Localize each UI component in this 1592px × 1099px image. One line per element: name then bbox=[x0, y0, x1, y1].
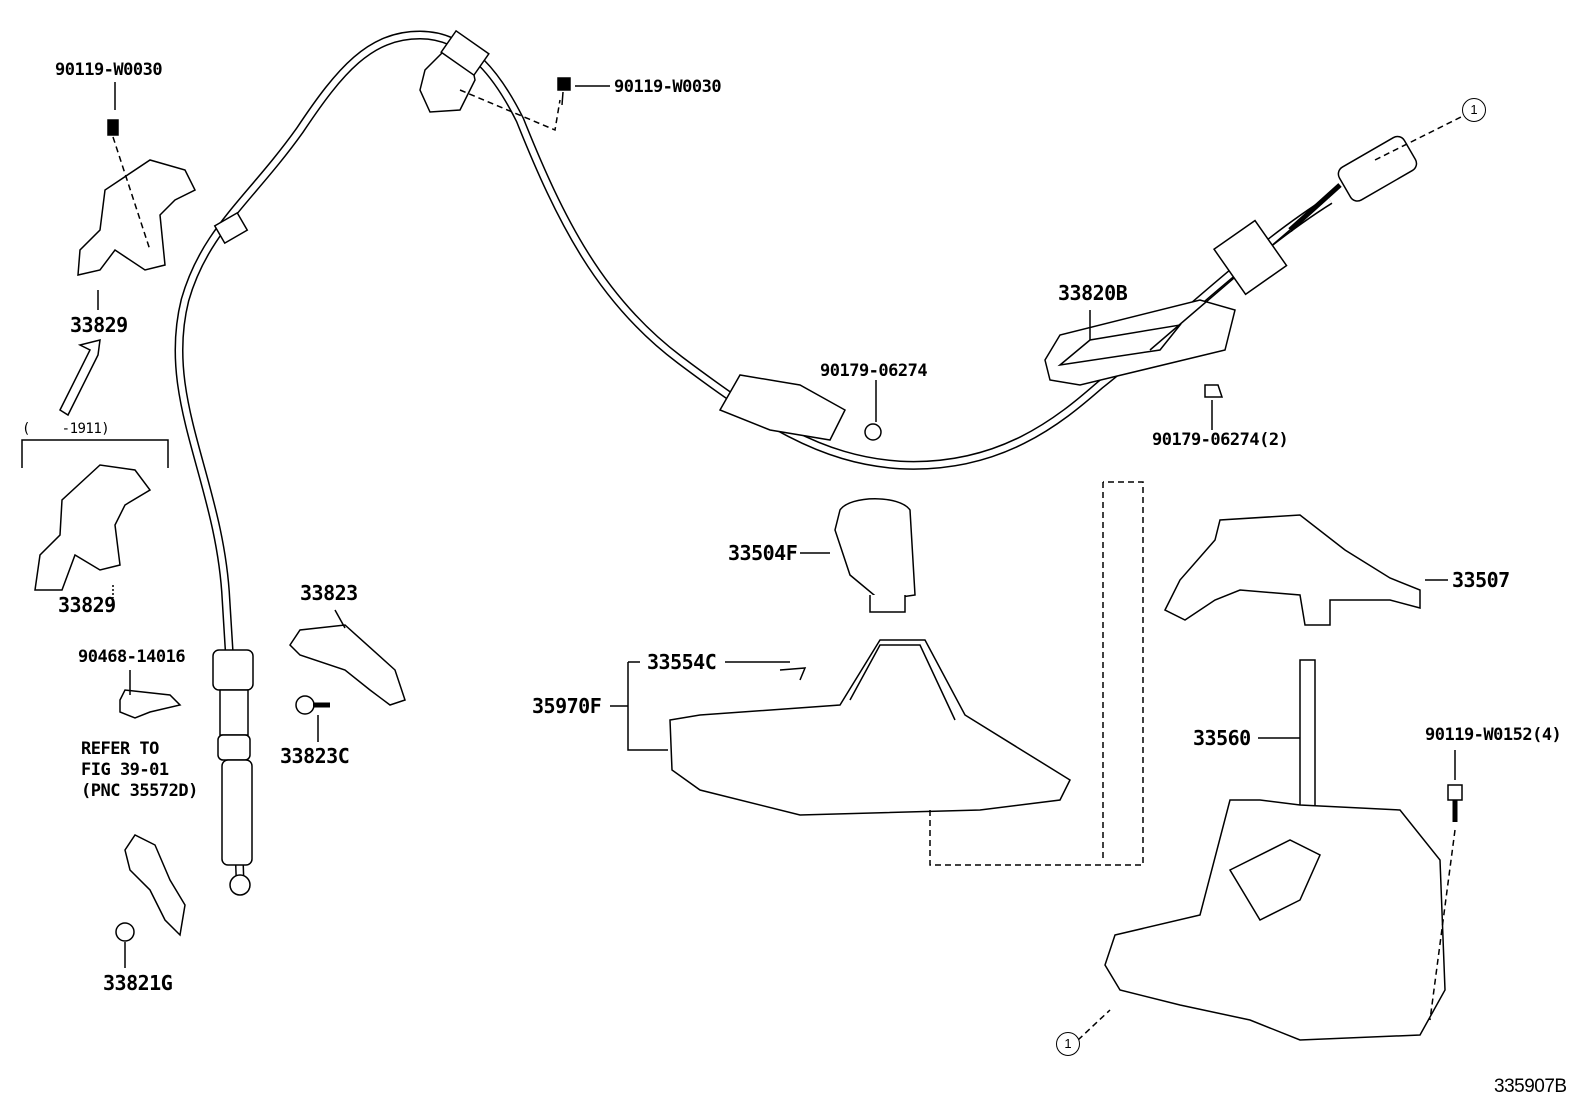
clip-drawing bbox=[119, 689, 182, 719]
part-label: 33560 bbox=[1193, 726, 1251, 750]
drawing-code: 335907B bbox=[1494, 1076, 1567, 1097]
part-label: 33829 bbox=[58, 593, 116, 617]
arrow-up-icon bbox=[59, 339, 101, 417]
part-label: 33554C bbox=[647, 650, 717, 674]
shift-cable bbox=[174, 29, 1418, 896]
reference-mark: 1 bbox=[1056, 1032, 1080, 1056]
reference-note: (PNC 35572D) bbox=[81, 781, 198, 801]
part-label: 33820B bbox=[1058, 281, 1128, 305]
date-range-bracket bbox=[21, 439, 169, 468]
part-label: 35970F bbox=[532, 694, 602, 718]
part-label: 33823 bbox=[300, 581, 358, 605]
part-label: 33504F bbox=[728, 541, 798, 565]
plate-drawing bbox=[289, 624, 406, 706]
part-label: 90179-06274 bbox=[820, 361, 928, 381]
part-label: 90179-06274(2) bbox=[1152, 430, 1289, 450]
shift-lever-drawing bbox=[1104, 659, 1446, 1041]
reference-note: REFER TO bbox=[81, 739, 159, 759]
bracket-33829-upper-drawing bbox=[77, 119, 197, 276]
part-label: 33829 bbox=[70, 313, 128, 337]
nut-33821g-drawing bbox=[115, 922, 135, 942]
screw-drawing bbox=[295, 695, 315, 715]
part-label: 90119-W0030 bbox=[614, 77, 722, 97]
part-label: 90119-W0030 bbox=[55, 60, 163, 80]
part-label: 90468-14016 bbox=[78, 647, 186, 667]
part-label: 90119-W0152(4) bbox=[1425, 725, 1562, 745]
reference-mark: 1 bbox=[1462, 98, 1486, 122]
reference-note: FIG 39-01 bbox=[81, 760, 169, 780]
part-label: 33507 bbox=[1452, 568, 1510, 592]
knob-drawing bbox=[834, 498, 916, 613]
bracket-33829-lower-drawing bbox=[34, 464, 152, 591]
link-drawing bbox=[124, 834, 186, 937]
cover-drawing bbox=[1163, 514, 1421, 626]
date-range-label: ( -1911) bbox=[22, 421, 110, 437]
part-label: 33821G bbox=[103, 971, 173, 995]
part-label: 33823C bbox=[280, 744, 350, 768]
housing-drawing bbox=[669, 481, 1144, 866]
